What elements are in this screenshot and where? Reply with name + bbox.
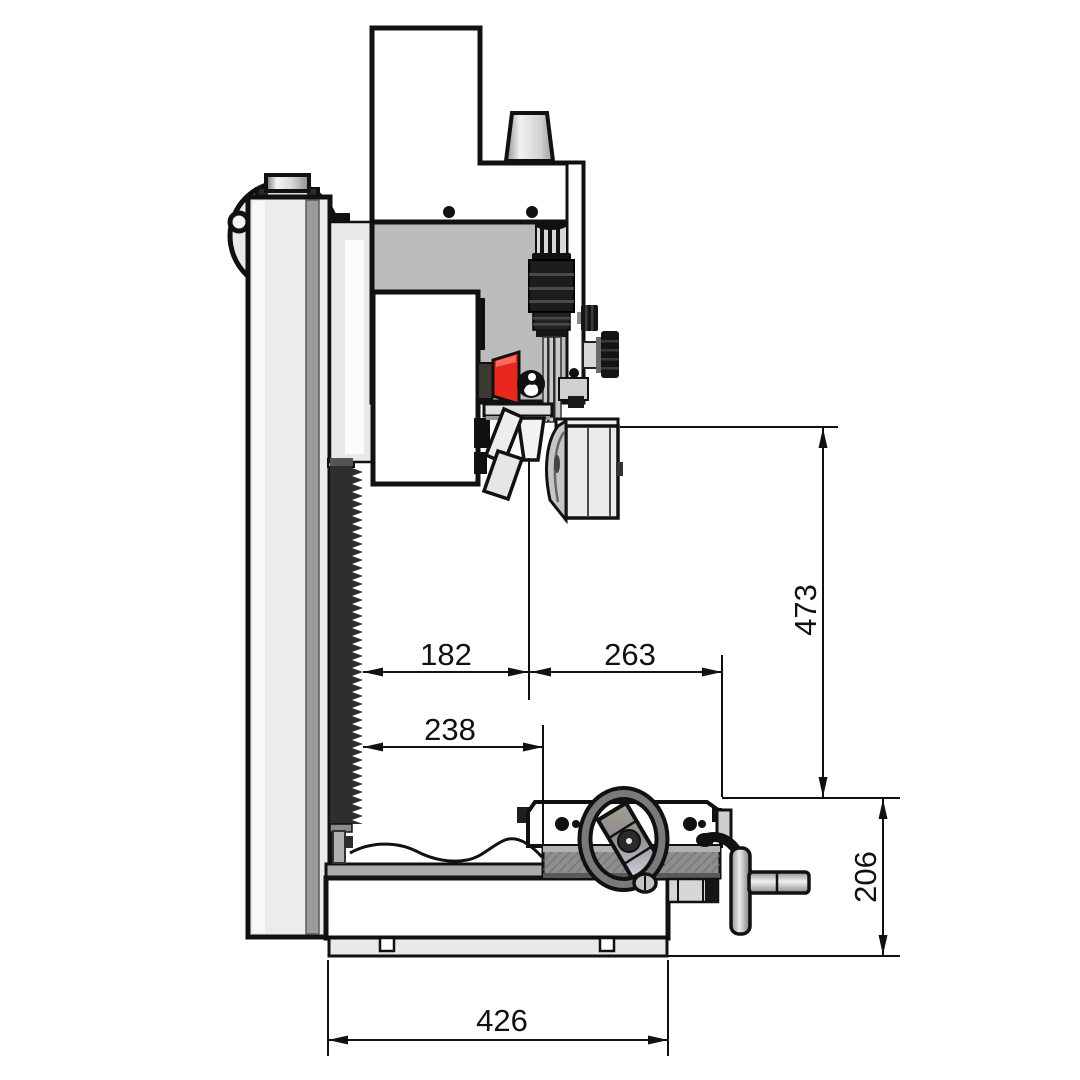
fine-feed-knob-big [601, 331, 619, 378]
column-assembly [227, 173, 350, 940]
quill-rod-line [553, 337, 556, 422]
depth-stop-assembly [528, 220, 619, 423]
z-slide-bottom-edge [330, 458, 353, 466]
cap-flange-lug [307, 189, 316, 197]
lock-knob-base [477, 362, 494, 400]
chuck-guard [545, 417, 623, 525]
stop-cylinder-ring [529, 300, 574, 303]
column-cap [264, 173, 311, 193]
spindle-assembly [481, 377, 589, 502]
knob-ridge [601, 349, 619, 352]
column-highlight [253, 201, 265, 933]
table-bolt [698, 820, 706, 828]
table-bolt [572, 820, 580, 828]
guard-mount-tab [568, 396, 584, 408]
base-foot-notch [598, 936, 616, 953]
knob-ridge [601, 358, 619, 361]
handwheel-hub-dot [626, 838, 632, 844]
stop-ring-line [533, 323, 570, 326]
stop-cylinder-ring [529, 273, 574, 276]
lifting-ring [227, 210, 251, 234]
motor-housing [369, 25, 586, 225]
quill-lock [477, 349, 545, 407]
lock-ball-mark [524, 384, 539, 396]
knob-ridge [601, 367, 619, 370]
dim-label-column-to-saddle: 238 [424, 712, 476, 747]
y-axis-handwheel [577, 786, 670, 894]
stop-ring-stack [532, 311, 571, 331]
dim-label-spindle-to-table: 473 [788, 584, 823, 636]
break-line [349, 837, 544, 863]
panel-latch-tab [474, 452, 487, 474]
fine-feed-knob-small [581, 305, 598, 331]
clamp-lever-grip [696, 833, 714, 847]
stop-top-cap [535, 220, 567, 230]
handwheel-rim [577, 786, 670, 892]
head-screw [569, 368, 579, 378]
red-knob-highlight [496, 355, 516, 367]
dim-label-spindle-to-table-end: 263 [604, 637, 656, 672]
stop-lower-flange [536, 329, 567, 337]
crank-handle [747, 870, 811, 895]
dim-label-column-to-spindle: 182 [420, 637, 472, 672]
drawbar-cover-cone [503, 111, 556, 163]
belt-cover-panel [370, 289, 481, 487]
stop-ring-line [533, 317, 570, 320]
rack-bottom-tab [344, 836, 353, 848]
z-axis-rack [327, 458, 364, 864]
housing-screw [443, 206, 455, 218]
knob-ridge [601, 340, 619, 343]
spoke-joint-line [608, 819, 637, 840]
guard-slot [554, 455, 560, 473]
spindle-nose [515, 416, 547, 462]
panel-hinge-tab [477, 298, 485, 350]
spoke-joint-line [623, 845, 652, 866]
stop-cylinder-ring [529, 287, 574, 290]
quill-rod-line [547, 337, 550, 422]
panel-latch-tab [474, 418, 490, 448]
dim-label-base-depth: 426 [476, 1003, 528, 1038]
big-knob-collar [596, 337, 603, 373]
crank-arm [729, 846, 752, 936]
drill-chuck [481, 448, 525, 502]
z-slide-highlight [345, 240, 364, 454]
small-knob-shaft [577, 312, 584, 324]
dim-arrowheads [328, 428, 888, 1045]
y-axis-crank [696, 808, 811, 936]
housing-screw [526, 206, 538, 218]
knob-ridge [591, 305, 594, 331]
motor-housing-outline [369, 25, 586, 225]
stop-rod [556, 226, 560, 256]
table-bolt [555, 817, 569, 831]
dimension-annotations: 182 263 238 473 206 426 [327, 426, 900, 1056]
leadscrew-end [705, 880, 718, 903]
knob-ridge [585, 305, 588, 331]
rack-guide-block [330, 465, 352, 827]
guard-hinge [616, 462, 623, 476]
lock-ball-mark [528, 373, 536, 381]
stop-rod [540, 226, 544, 256]
column-way-stripe [305, 199, 320, 935]
base-foot [327, 936, 669, 958]
stop-cylinder [528, 259, 575, 313]
cap-flange-lug [259, 189, 268, 197]
table-bolt [683, 817, 697, 831]
rack-bottom-foot [332, 830, 346, 864]
stop-rod [548, 226, 552, 256]
base-foot-notch [378, 936, 396, 953]
rack-teeth [352, 468, 364, 824]
dim-label-table-to-floor: 206 [848, 851, 883, 903]
head-clamp-tab [332, 213, 350, 222]
